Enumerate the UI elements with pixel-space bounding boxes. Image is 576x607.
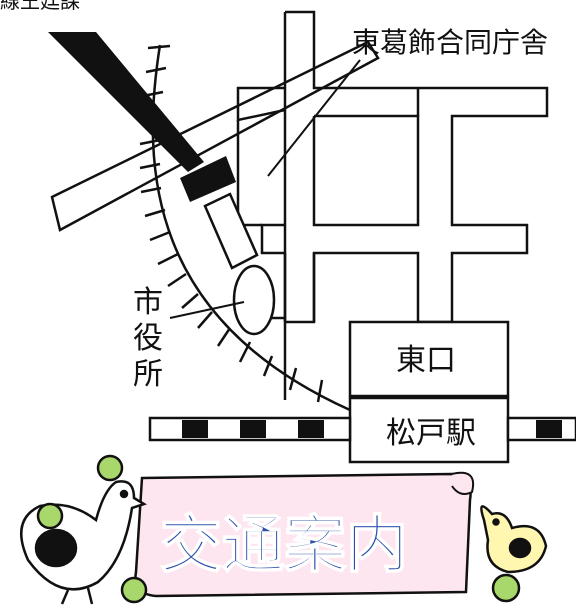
black-arrow	[48, 32, 204, 172]
destination-block	[180, 156, 236, 202]
banner-title: 交通案内	[160, 508, 408, 581]
station-label: 松戸駅	[386, 416, 476, 451]
top-cut-label: 線王廷課	[0, 0, 80, 13]
east-exit-box	[348, 320, 510, 398]
mascot-bird-left-icon	[20, 454, 148, 605]
street-inner-2	[312, 114, 420, 227]
city-hall-ellipse	[232, 264, 276, 336]
government-office-label: 東葛飾合同庁舎	[352, 26, 548, 59]
mascot-chick-right-icon	[480, 505, 548, 603]
railway-line	[148, 416, 576, 442]
street-vertical-left	[236, 120, 262, 227]
diagonal-road	[50, 40, 380, 232]
east-exit-label: 東口	[396, 343, 456, 378]
main-street-outline	[285, 10, 549, 324]
office-leader-line	[267, 59, 361, 177]
svg-text:市: 市	[133, 285, 163, 320]
railway-arc-ticks	[139, 44, 324, 403]
street-left-lower	[260, 223, 285, 255]
street-left-branch	[236, 86, 286, 122]
railway-arc	[151, 44, 351, 412]
svg-text:所: 所	[133, 357, 163, 392]
city-hall-building	[203, 192, 259, 270]
city-hall-label: 市 役 所	[133, 285, 163, 392]
banner-curl	[451, 471, 474, 495]
svg-text:役: 役	[133, 321, 163, 356]
city-hall-leader-line	[169, 301, 245, 319]
